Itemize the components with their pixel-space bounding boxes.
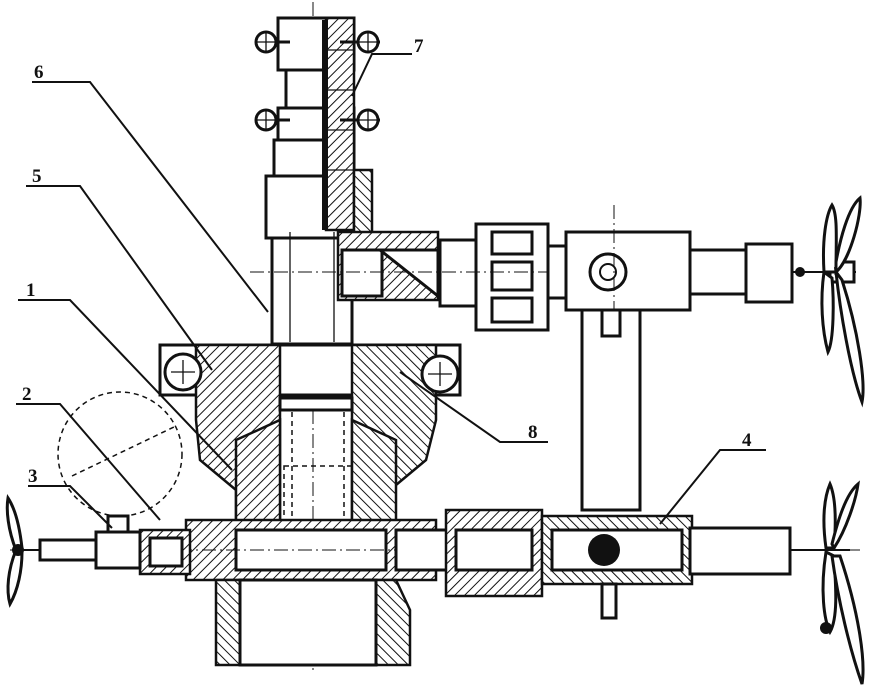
casing-head-body — [158, 343, 462, 637]
detail-circle — [57, 391, 183, 517]
callout-label-6: 6 — [34, 62, 44, 83]
callout-label-2: 2 — [22, 384, 32, 405]
flange-bolt-right — [420, 354, 460, 394]
upper-bolt-left — [254, 30, 290, 54]
callout-label-1: 1 — [26, 280, 36, 301]
middle-bolt-right — [340, 108, 380, 132]
upper-bolt-right — [340, 30, 380, 54]
leader-lines — [16, 53, 766, 529]
callout-label-3: 3 — [28, 466, 38, 487]
side-union-nut — [438, 222, 550, 332]
callout-label-5: 5 — [32, 166, 42, 187]
left-handwheel-icon — [5, 494, 24, 608]
callout-label-7: 7 — [414, 36, 424, 57]
flange-bolt-left — [163, 352, 203, 392]
middle-bolt-left — [254, 108, 290, 132]
top-packing-column — [264, 16, 374, 240]
callout-label-4: 4 — [742, 430, 752, 451]
tee-side-outlet — [270, 230, 440, 346]
left-needle-valve — [20, 514, 192, 576]
vertical-connecting-pipe — [580, 308, 642, 512]
upper-gate-valve — [546, 205, 856, 340]
callout-label-8: 8 — [528, 422, 538, 443]
lower-right-handwheel-icon — [820, 480, 865, 685]
upper-handwheel-icon — [820, 195, 865, 408]
lower-pipe-and-union — [394, 508, 850, 620]
